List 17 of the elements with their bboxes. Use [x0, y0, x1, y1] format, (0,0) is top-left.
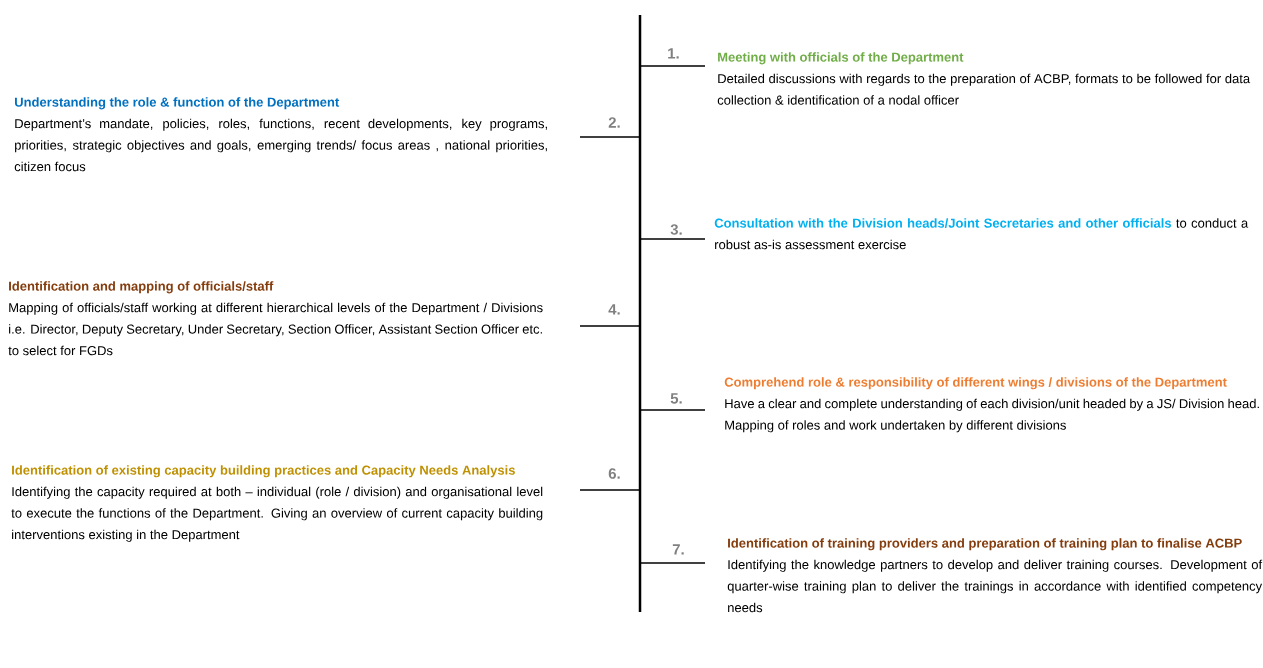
step-number: 2.	[608, 117, 620, 128]
step-text: Identification and mapping of officials/staff Mapping of officials/staff working at different hierarchical levels of the Department / Divisions i.e. Director, Deputy Secretary, Under Secretary, Section Officer, Assistant Section Officer etc. to select for FGDs	[8, 281, 543, 356]
step-number: 3.	[670, 224, 682, 235]
step-number: 4.	[608, 304, 620, 315]
step-number: 6.	[608, 468, 620, 479]
step-text: Meeting with officials of the Department Detailed discussions with regards to the preparation of ACBP, formats to be followed for data collection & identification of a nodal officer	[717, 52, 1251, 105]
step-text: Identification of existing capacity building practices and Capacity Needs Analysis Identifying the capacity required at both – individual (role / division) and organisational level to execute the functions of the Department. Giving an overview of current capacity building interventions existing in the Department	[11, 465, 543, 542]
node-label: to conduct a	[1176, 218, 1249, 228]
step-number: 1.	[668, 48, 679, 59]
step-text: Comprehend role & responsibility of different wings / divisions of the Department Have a clear and complete understanding of each division/unit headed by a JS/ Division head. Mapping of roles and work undertaken by different divisions	[724, 377, 1259, 433]
step-text: Identification of training providers and preparation of training plan to finalise ACBP Identifying the knowledge partners to develop and deliver training courses. Development of quarter-wise training plan to deliver the trainings in accordance with identified competency needs	[727, 538, 1263, 613]
node-label: Consultation with the Division heads/Joint Secretaries and other officials	[714, 218, 1172, 228]
node-label: robust as-is assessment exercise	[715, 239, 906, 250]
step-text: Consultation with the Division heads/Joint Secretaries and other officials to conduct a robust as-is assessment exercise	[714, 218, 1249, 250]
step-number: 7.	[672, 544, 684, 555]
step-number: 5.	[670, 393, 682, 404]
step-text: Understanding the role & function of the Department Department’s mandate, policies, roles, functions, recent developments, key programs, priorities, strategic objectives and goals, emerging trends/ focus areas , national priorities, citizen focus	[14, 97, 547, 172]
